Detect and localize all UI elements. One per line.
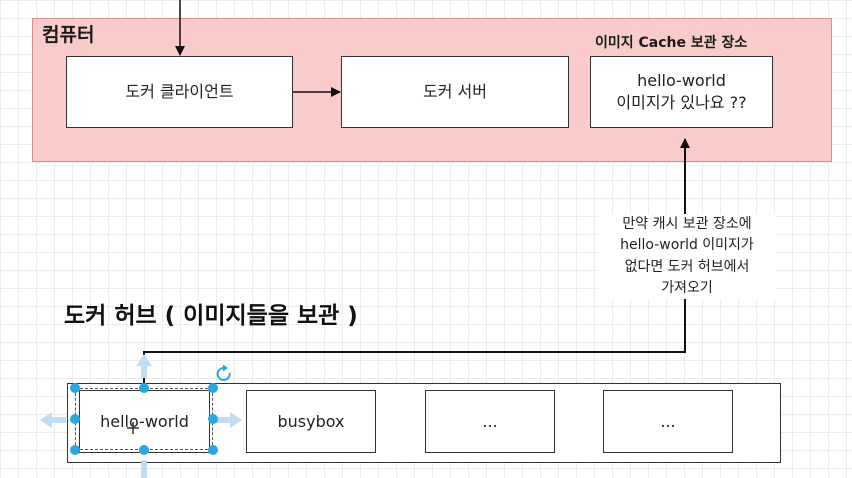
resize-top-arrow-icon[interactable] [136, 354, 152, 378]
handle-bottom[interactable] [139, 445, 149, 455]
handle-top-left[interactable] [70, 383, 80, 393]
move-cursor-icon [127, 422, 139, 434]
handle-top[interactable] [139, 383, 149, 393]
handle-bottom-left[interactable] [70, 445, 80, 455]
cache-storage-title: 이미지 Cache 보관 장소 [595, 35, 748, 51]
computer-title: 컴퓨터 [42, 24, 95, 46]
hub-image-more-2[interactable]: ... [603, 390, 733, 453]
resize-right-arrow-icon[interactable] [216, 412, 242, 428]
handle-right[interactable] [208, 414, 218, 424]
handle-top-right[interactable] [208, 383, 218, 393]
cache-miss-note: 만약 캐시 보관 장소에 hello-world 이미지가 없다면 도커 허브에… [598, 214, 776, 300]
docker-client-box[interactable]: 도커 클라이언트 [66, 56, 293, 128]
hub-image-more-1[interactable]: ... [425, 390, 555, 453]
hub-image-busybox[interactable]: busybox [246, 390, 376, 453]
rotate-icon[interactable] [216, 364, 231, 381]
resize-left-arrow-icon[interactable] [40, 412, 66, 428]
resize-bottom-arrow-icon[interactable] [141, 460, 147, 478]
handle-bottom-right[interactable] [208, 445, 218, 455]
handle-left[interactable] [70, 414, 80, 424]
image-cache-box[interactable]: hello-world 이미지가 있나요 ?? [590, 56, 773, 128]
docker-hub-title: 도커 허브 ( 이미지들을 보관 ) [64, 303, 358, 329]
docker-server-box[interactable]: 도커 서버 [341, 56, 569, 128]
